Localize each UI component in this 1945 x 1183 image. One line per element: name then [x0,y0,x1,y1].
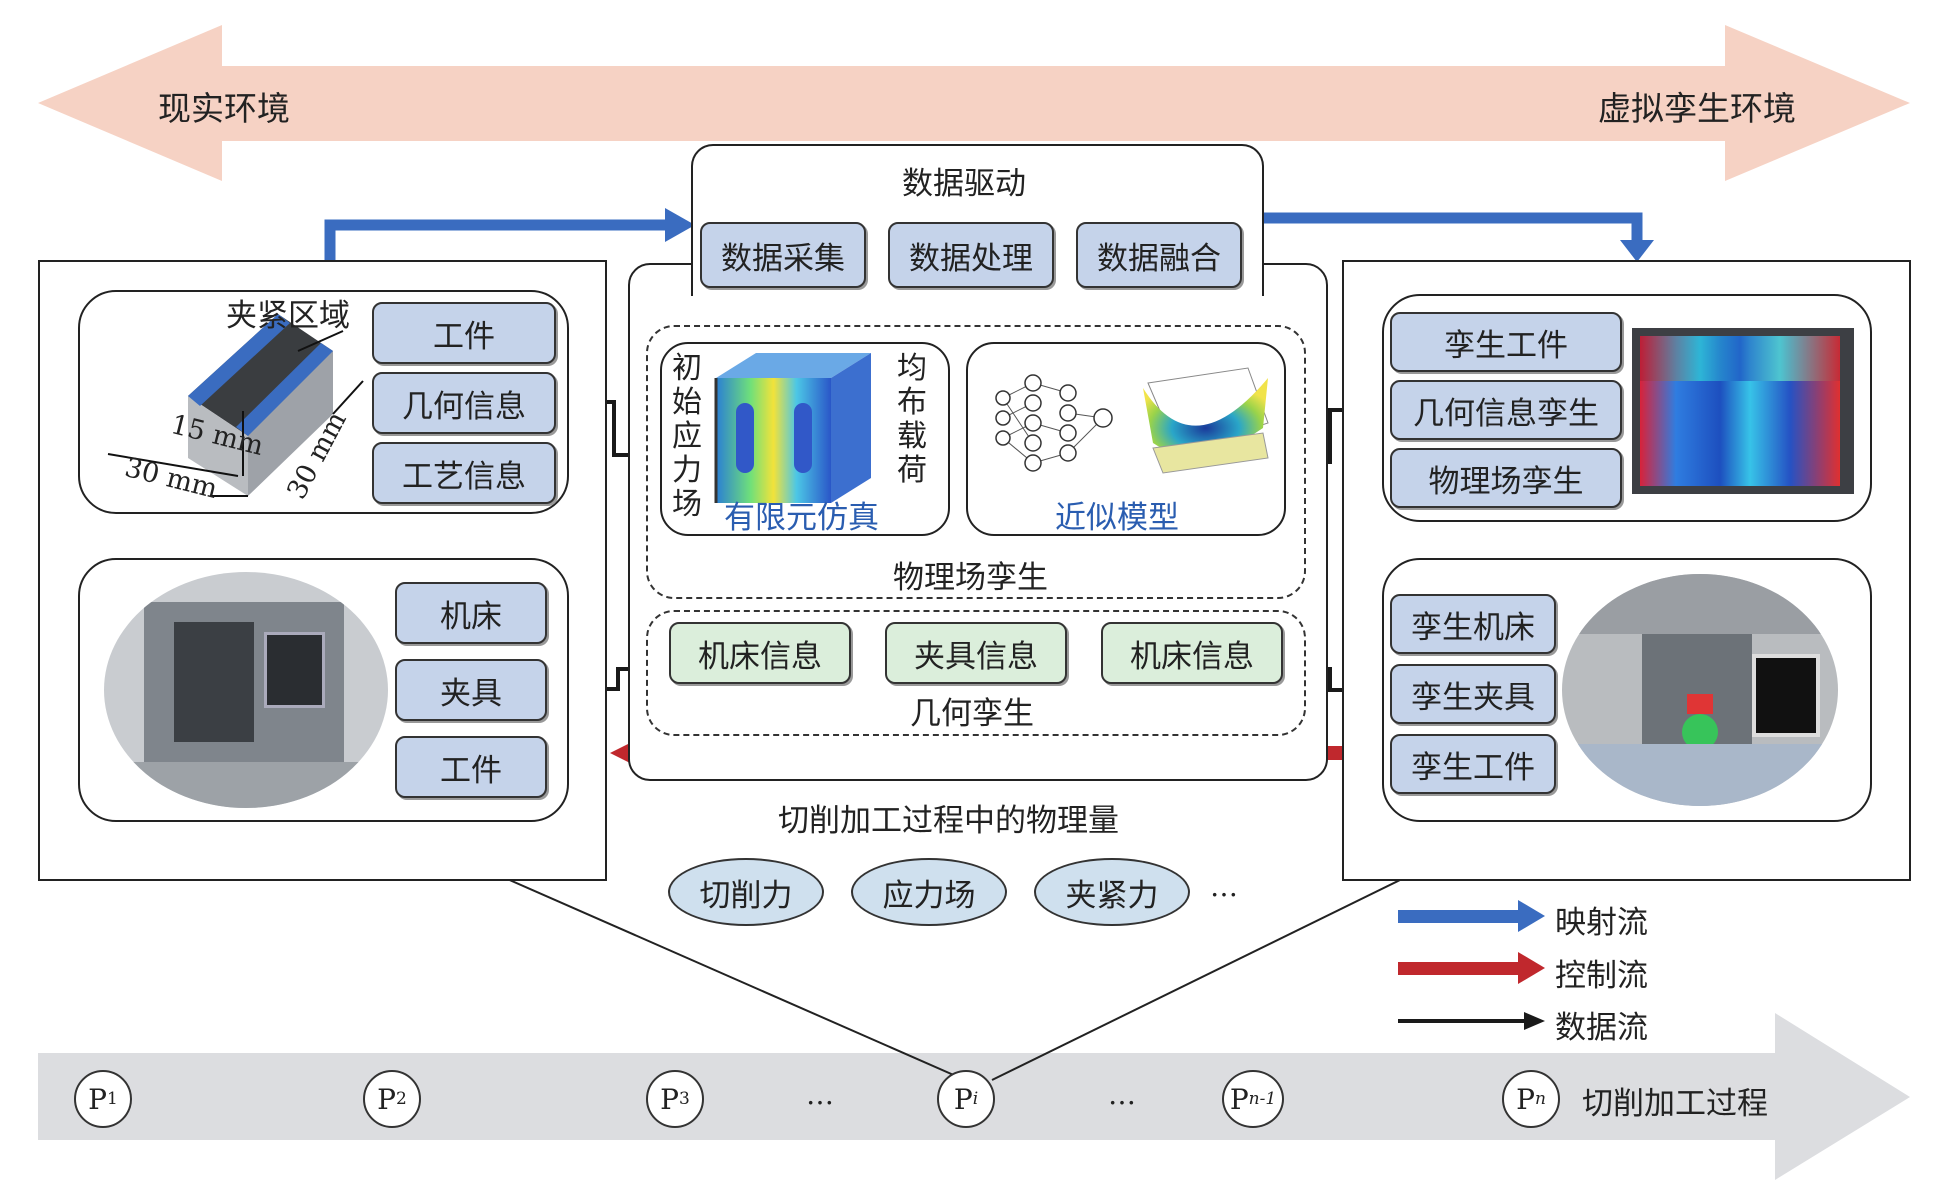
legend-mapping-arrow-head [1518,900,1545,932]
label-process-info: 工艺信息 [372,442,556,504]
legend-data-arrow-head [1524,1012,1545,1030]
label-data-processing: 数据处理 [888,222,1054,288]
label-data-fusion: 数据融合 [1076,222,1242,288]
process-ellipsis-2: … [1108,1078,1136,1111]
physical-quantities-title: 切削加工过程中的物理量 [778,803,1119,839]
fem-simulation-label: 有限元仿真 [724,500,879,536]
workpiece-illustration [107,314,364,497]
legend-control-arrow [1398,962,1518,975]
label-machine-info-2: 机床信息 [1101,622,1283,684]
quantities-ellipsis: … [1210,870,1238,903]
mapping-flow-left [324,219,665,262]
process-title: 切削加工过程 [1582,1086,1768,1122]
environment-double-arrow [38,25,1910,181]
label-physics-twin: 物理场孪生 [1390,448,1622,508]
initial-stress-vertical-label: 初始应力场 [672,351,702,522]
label-data-collection: 数据采集 [700,222,866,288]
mapping-flow-left-head [665,208,695,242]
quantity-cutting-force: 切削力 [668,858,824,926]
geometry-twin-title: 几何孪生 [910,696,1034,732]
geometry-twin-area [646,610,1306,736]
physics-twin-title: 物理场孪生 [893,560,1048,596]
label-twin-machine: 孪生机床 [1390,594,1556,654]
quantity-clamping-force: 夹紧力 [1034,858,1190,926]
label-geometry-twin: 几何信息孪生 [1390,380,1622,440]
surrogate-model-illustration [995,367,1269,474]
process-ellipsis-1: … [806,1078,834,1111]
mapping-flow-right [1262,212,1643,240]
fem-block-illustration [714,353,871,503]
label-twin-machine-workpiece: 孪生工件 [1390,734,1556,794]
twin-machine-render [1562,574,1838,806]
real-environment-label: 现实环境 [158,89,290,128]
label-workpiece: 工件 [372,302,556,364]
legend-mapping-label: 映射流 [1555,905,1648,941]
legend-control-arrow-head [1518,952,1545,984]
label-machine-info-1: 机床信息 [669,622,851,684]
quantity-stress-field: 应力场 [851,858,1007,926]
legend-data-label: 数据流 [1555,1010,1648,1046]
physics-twin-area [646,325,1306,599]
data-driven-title: 数据驱动 [902,166,1026,202]
mapping-flow-right-head [1620,240,1654,262]
label-twin-workpiece: 孪生工件 [1390,312,1622,372]
virtual-environment-label: 虚拟孪生环境 [1598,89,1796,128]
label-machine-workpiece: 工件 [395,736,547,798]
surrogate-model-label: 近似模型 [1055,500,1179,536]
label-fixture: 夹具 [395,659,547,721]
label-fixture-info: 夹具信息 [885,622,1067,684]
label-geometry-info: 几何信息 [372,372,556,434]
uniform-load-vertical-label: 均布载荷 [897,351,927,488]
v-line-right [991,879,1401,1081]
machine-photo [104,572,388,808]
v-line-left [504,877,966,1081]
legend-mapping-arrow [1398,910,1518,923]
twin-workpiece-render [1632,328,1854,494]
legend-data-arrow [1398,1019,1526,1023]
legend-control-label: 控制流 [1555,958,1648,994]
label-machine-tool: 机床 [395,582,547,644]
clamp-region-label: 夹紧区域 [226,298,350,334]
label-twin-fixture: 孪生夹具 [1390,664,1556,724]
